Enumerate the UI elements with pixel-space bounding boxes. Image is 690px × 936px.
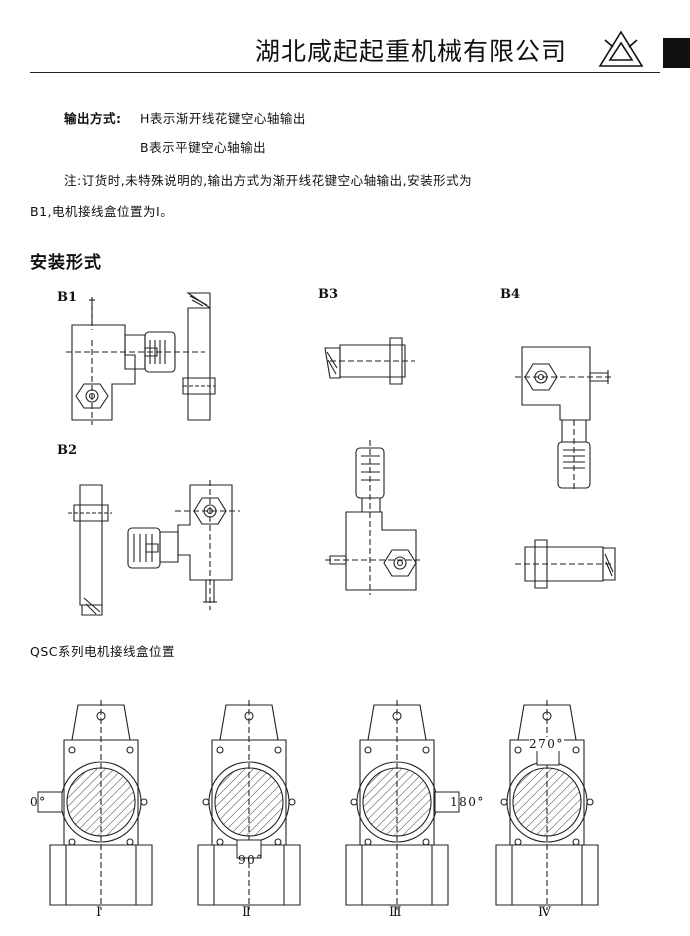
note-line-2: B1,电机接线盒位置为Ⅰ。 (30, 204, 174, 219)
mount-label-b3: B3 (318, 287, 339, 302)
b2-front-view (68, 485, 112, 615)
mount-label-b1: B1 (57, 290, 78, 305)
motor-outline-2 (198, 700, 300, 910)
position-label-3: Ⅲ (389, 905, 402, 920)
junction-section-title: QSC系列电机接线盒位置 (30, 644, 176, 659)
position-label-1: Ⅰ (96, 905, 102, 920)
header-rule (30, 72, 660, 73)
angle-label-0: 0° (30, 795, 47, 809)
angle-label-90: 90° (238, 853, 264, 867)
mounting-section-title: 安装形式 (30, 253, 102, 273)
angle-label-270: 270° (529, 737, 564, 751)
terminal-box-1 (38, 792, 62, 812)
b3-view (325, 338, 415, 384)
motor-outline (50, 700, 152, 910)
motor-outline-3 (346, 700, 448, 910)
output-h-desc: H表示渐开线花键空心轴输出 (140, 111, 306, 126)
b4-view (515, 347, 612, 492)
b1-side-view (66, 297, 205, 425)
b2-side-view (128, 480, 240, 610)
position-label-4: Ⅳ (538, 905, 551, 920)
b3-lower-view (325, 440, 420, 595)
angle-label-180: 180° (450, 795, 485, 809)
motor-outline-4 (496, 700, 598, 910)
note-line-1: 注:订货时,未特殊说明的,输出方式为渐开线花键空心轴输出,安装形式为 (64, 173, 473, 188)
position-label-2: Ⅱ (242, 905, 251, 920)
b4-lower-view (515, 540, 615, 588)
output-label: 输出方式: (64, 111, 122, 126)
b1-front-view (183, 293, 215, 420)
company-name: 湖北咸起起重机械有限公司 (255, 37, 568, 66)
mount-label-b2: B2 (57, 443, 78, 458)
terminal-box-3 (435, 792, 459, 812)
corner-tab (663, 38, 690, 68)
output-b-desc: B表示平键空心轴输出 (140, 140, 267, 155)
terminal-box-2 (237, 840, 261, 858)
mount-label-b4: B4 (500, 287, 521, 302)
